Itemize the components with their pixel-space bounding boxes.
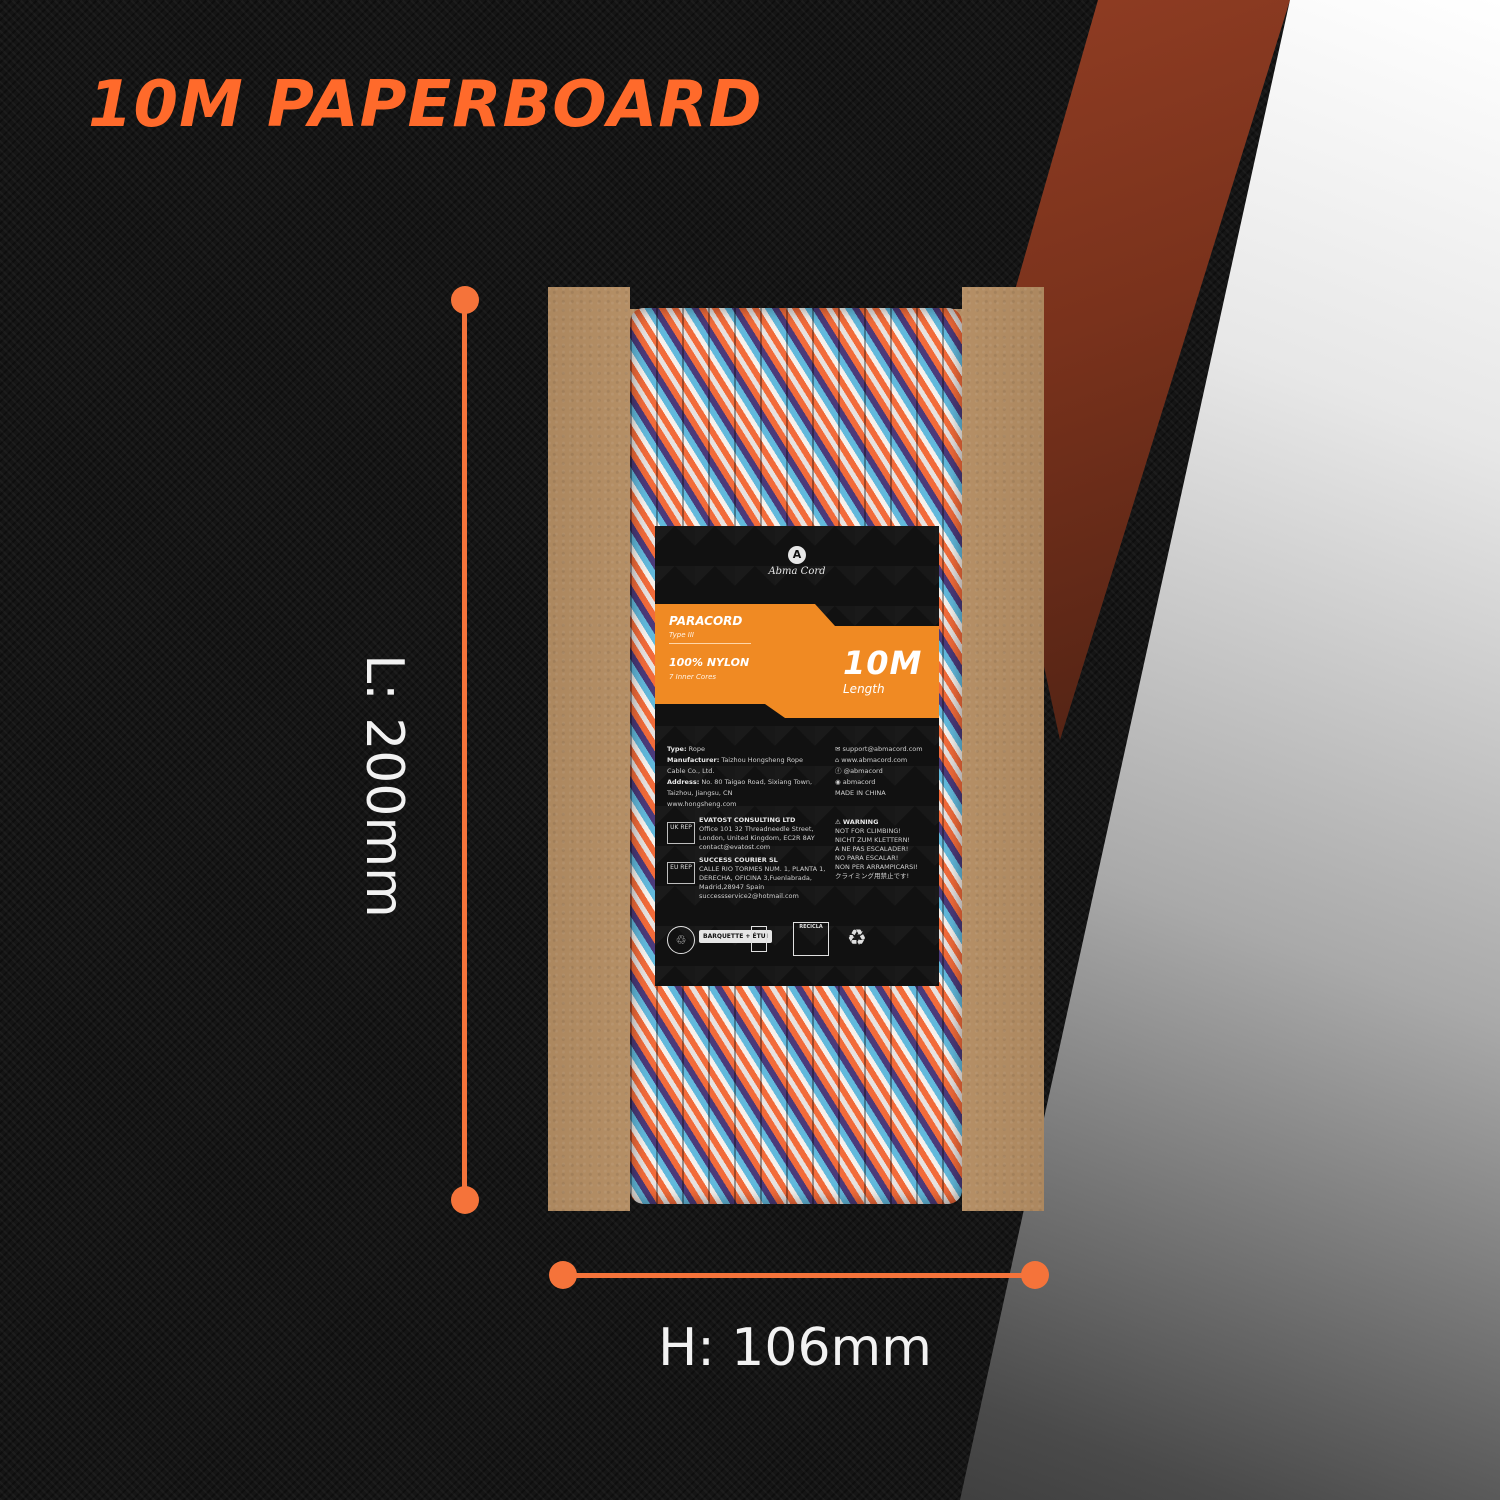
recycle-icon: ♻ [847,926,867,951]
mail-icon: ✉ support@abmacord.com [835,745,923,753]
warning-block: ⚠ WARNING NOT FOR CLIMBING! NICHT ZUM KL… [835,818,918,880]
uk-rep-badge: UK REP [667,822,695,844]
triman-badge: BARQUETTE + ÉTUI [699,930,772,943]
width-dimension-right-dot [1021,1261,1049,1289]
home-icon: ⌂ www.abmacord.com [835,756,908,764]
manufacturer-info: Type: Rope Manufacturer: Taizhou Hongshe… [667,745,813,808]
warning-icon: ⚠ [835,818,841,826]
width-dimension-left-dot [549,1261,577,1289]
facebook-icon: ⓕ @abmacord [835,767,883,775]
length-word: Length [843,682,885,696]
brand-name: Abma Cord [768,566,826,577]
label-band-notch [655,704,785,718]
product-label: A Abma Cord PARACORD Type III 100% NYLON… [655,526,939,986]
contact-info: ✉ support@abmacord.com ⌂ www.abmacord.co… [835,744,935,799]
bin-icon [751,926,767,952]
length-value: 10M [843,644,923,682]
eu-rep-badge: EU REP [667,862,695,884]
brand-logo-icon: A [788,546,806,564]
product-cores: 7 Inner Cores [669,673,717,681]
length-dimension-top-dot [451,286,479,314]
made-in: MADE IN CHINA [835,789,886,797]
product-name: PARACORD [669,614,743,628]
width-dimension-line [563,1273,1035,1278]
band-divider [669,643,751,644]
recycling-person-icon: ♲ [667,926,695,954]
page-title: 10M PAPERBOARD [88,68,763,142]
recicla-box-icon: RECICLA [793,922,829,956]
length-dimension-label: L: 200mm [354,654,414,918]
width-dimension-label: H: 106mm [658,1318,932,1378]
chat-icon: ◉ abmacord [835,778,876,786]
uk-rep-info: EVATOST CONSULTING LTD Office 101 32 Thr… [699,816,815,851]
product-type: Type III [669,631,694,639]
length-dimension-line [462,300,467,1200]
length-dimension-bottom-dot [451,1186,479,1214]
product-material: 100% NYLON [669,656,750,669]
eu-rep-info: SUCCESS COURIER SL CALLE RIO TORMES NUM.… [699,856,826,900]
